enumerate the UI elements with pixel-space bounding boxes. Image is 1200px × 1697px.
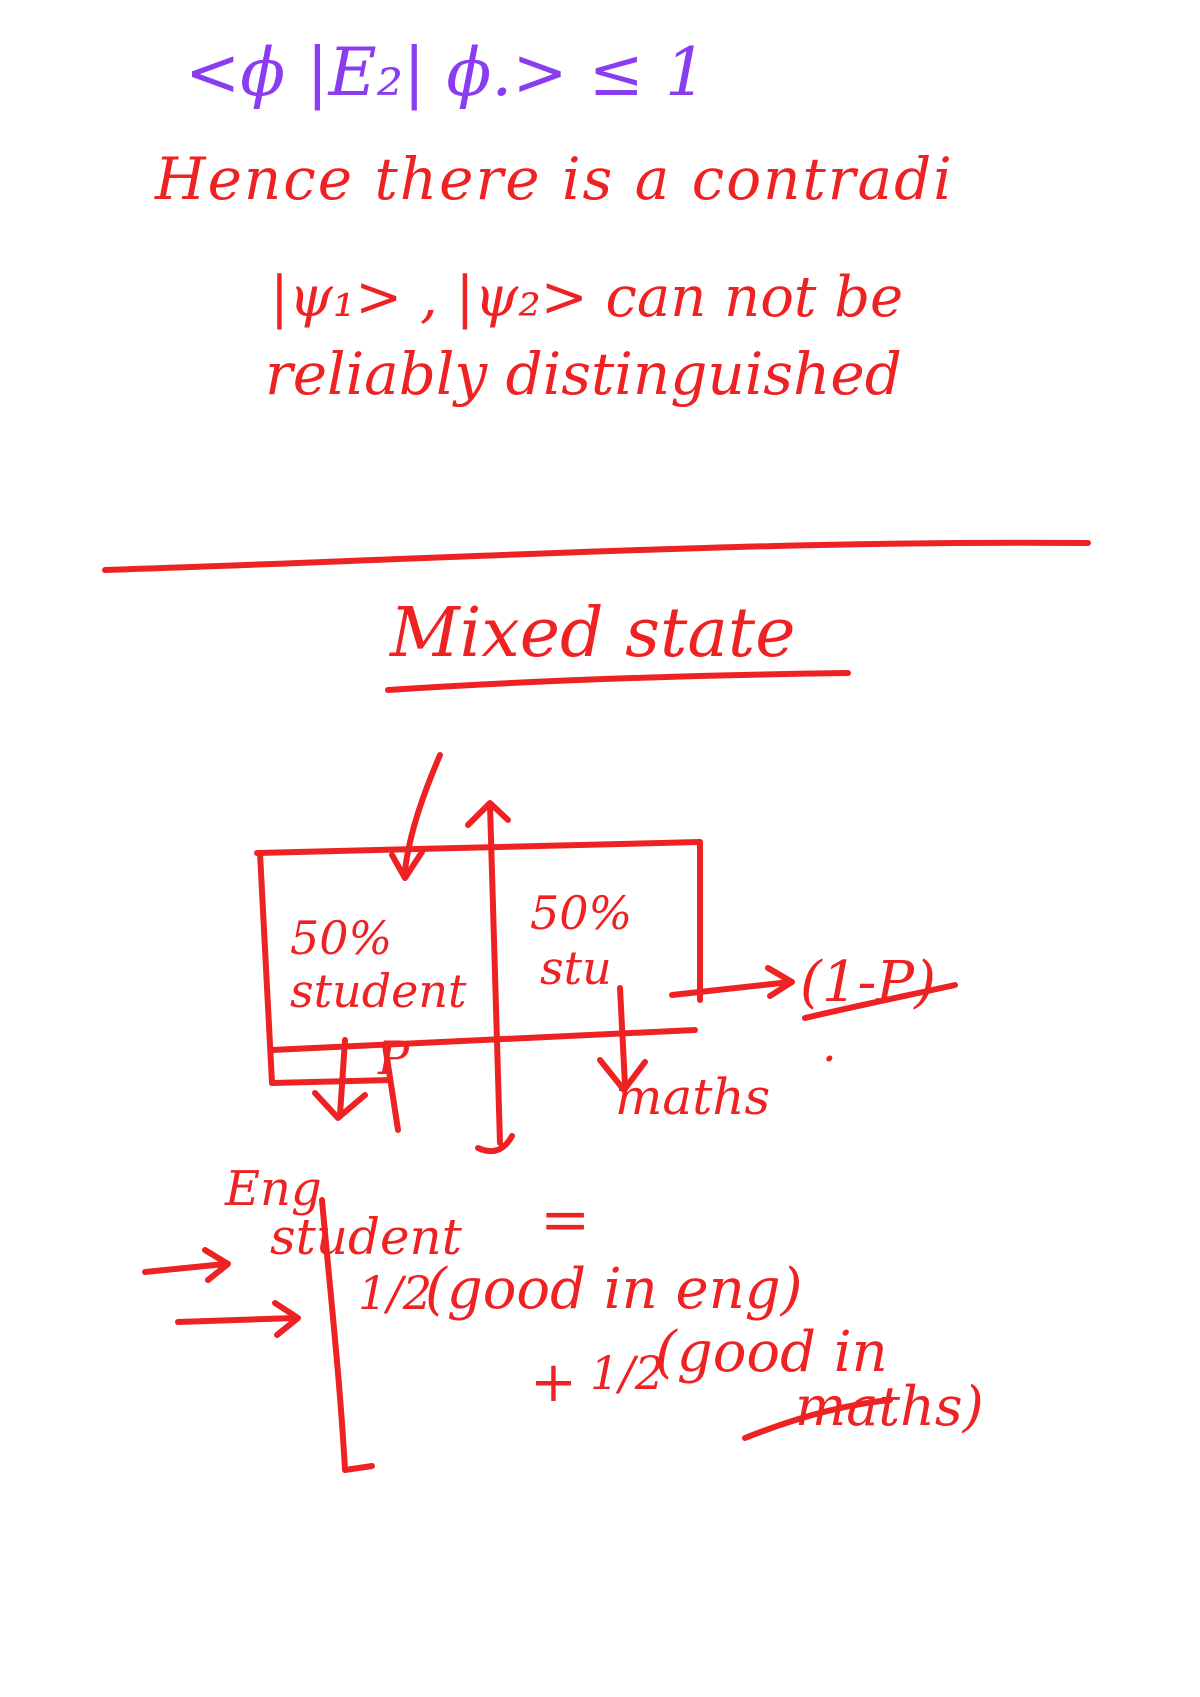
pointer-arrow <box>402 752 443 873</box>
center-divider-arrow <box>487 802 503 1146</box>
right-cell-label: stu <box>540 941 612 995</box>
right-pointer-arrow <box>669 979 793 998</box>
one-minus-p-underline <box>802 982 958 1021</box>
left-down-arrow <box>337 1037 348 1118</box>
left-cell-percent: 50% <box>290 911 393 965</box>
half-one: 1/2 <box>358 1266 433 1320</box>
maths-underline <box>742 1397 893 1441</box>
half-two: 1/2 <box>590 1346 665 1400</box>
student-arrow-head <box>202 1247 231 1283</box>
plus-sign: + <box>530 1350 577 1415</box>
right-cell-percent: 50% <box>530 886 633 940</box>
maths-term: maths) <box>795 1375 984 1438</box>
maths-label: maths <box>615 1068 771 1126</box>
box-bottom-edge <box>269 1077 393 1086</box>
dot-mark: . <box>822 1018 837 1072</box>
p-stem <box>382 1042 401 1133</box>
center-arrow-head-top <box>465 800 511 828</box>
good-in-eng: (good in eng) <box>425 1257 803 1322</box>
inner-product-inequality: <ϕ |E₂| ϕ.> ≤ 1 <box>185 34 707 111</box>
good-in: (good in <box>655 1320 888 1385</box>
title-underline <box>385 670 851 693</box>
equals-sign: = <box>540 1185 591 1255</box>
half-arrow-head <box>272 1300 301 1338</box>
right-pointer-arrow-head <box>765 965 795 999</box>
distinguished-line: reliably distinguished <box>265 340 902 408</box>
right-down-arrow <box>617 985 628 1088</box>
box-top-edge <box>254 839 703 856</box>
contradiction-line: Hence there is a contradi <box>155 145 954 213</box>
center-arrow-head-bottom <box>475 1133 515 1154</box>
section-title: Mixed state <box>390 594 796 673</box>
states-line: |ψ₁> , |ψ₂> can not be <box>270 265 904 330</box>
box-left-edge <box>257 850 275 1086</box>
half-arrow <box>175 1315 298 1325</box>
student-arrow <box>142 1261 228 1275</box>
box-middle-edge <box>269 1027 698 1053</box>
right-down-arrow-head <box>597 1057 648 1093</box>
pointer-arrow-head <box>389 849 425 881</box>
left-cell-label: student <box>290 964 467 1018</box>
bracket-line <box>319 1197 375 1473</box>
section-divider <box>102 539 1091 573</box>
left-down-arrow-head <box>312 1090 368 1121</box>
student-label: student <box>270 1208 462 1266</box>
eng-label: Eng <box>225 1161 322 1217</box>
